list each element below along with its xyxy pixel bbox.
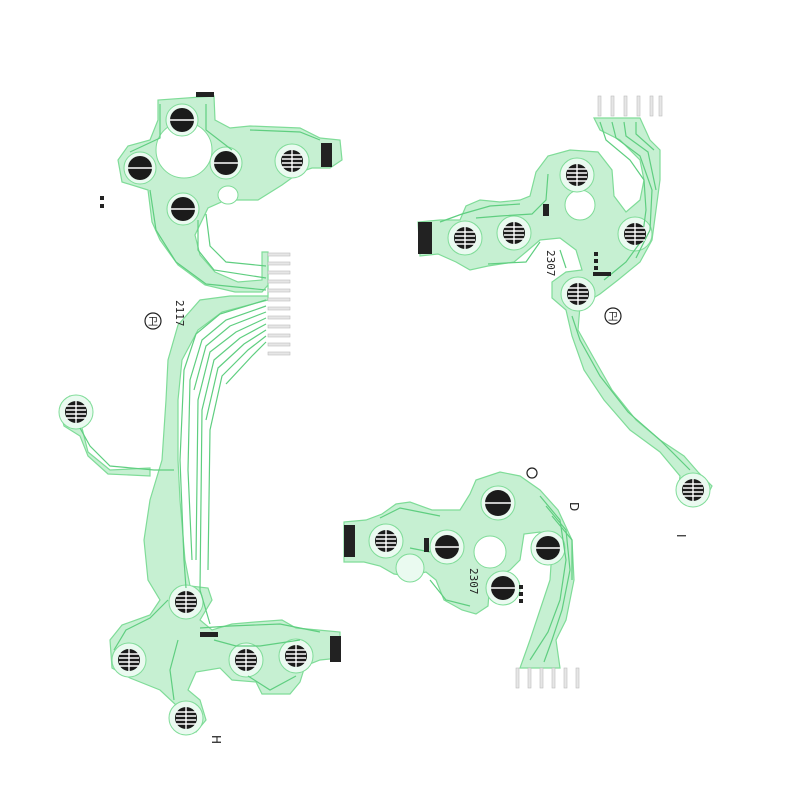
comb-contact-pad [235,649,257,671]
left-circuit-film [58,92,343,736]
circled-symbol-logo-icon [526,467,538,479]
circled-symbol-logo-icon [604,307,622,325]
comb-contact-pad [566,164,588,186]
comb-contact-pad [567,283,589,305]
top-right-circuit-film [417,95,713,508]
small-dots [519,252,598,603]
comb-contact-pad [175,707,197,729]
contact-pads [65,108,704,729]
left-letter-marking: H [209,735,223,744]
top-right-code-marking: 2307 [544,250,557,277]
comb-contact-pad [682,479,704,501]
svg-text:卫: 卫 [608,312,618,323]
comb-contact-pad [375,530,397,552]
comb-contact-pad [503,222,525,244]
comb-contact-pad [285,645,307,667]
top-right-letter-marking: I [674,534,688,538]
comb-contact-pad [65,401,87,423]
comb-contact-pad [175,591,197,613]
comb-contact-pad [624,223,646,245]
circled-symbol-logo-icon [144,312,162,330]
bottom-code-marking: 2307 [467,568,480,595]
left-code-marking: 2117 [173,300,186,327]
bottom-circuit-film [343,471,580,689]
bottom-logo [526,467,538,479]
svg-text:卫: 卫 [148,317,158,328]
left-logo: 卫 [144,312,162,330]
top-right-logo: 卫 [604,307,622,325]
comb-contact-pad [454,227,476,249]
comb-contact-pad [118,649,140,671]
bottom-letter-marking: D [567,502,581,511]
comb-contact-pad [281,150,303,172]
